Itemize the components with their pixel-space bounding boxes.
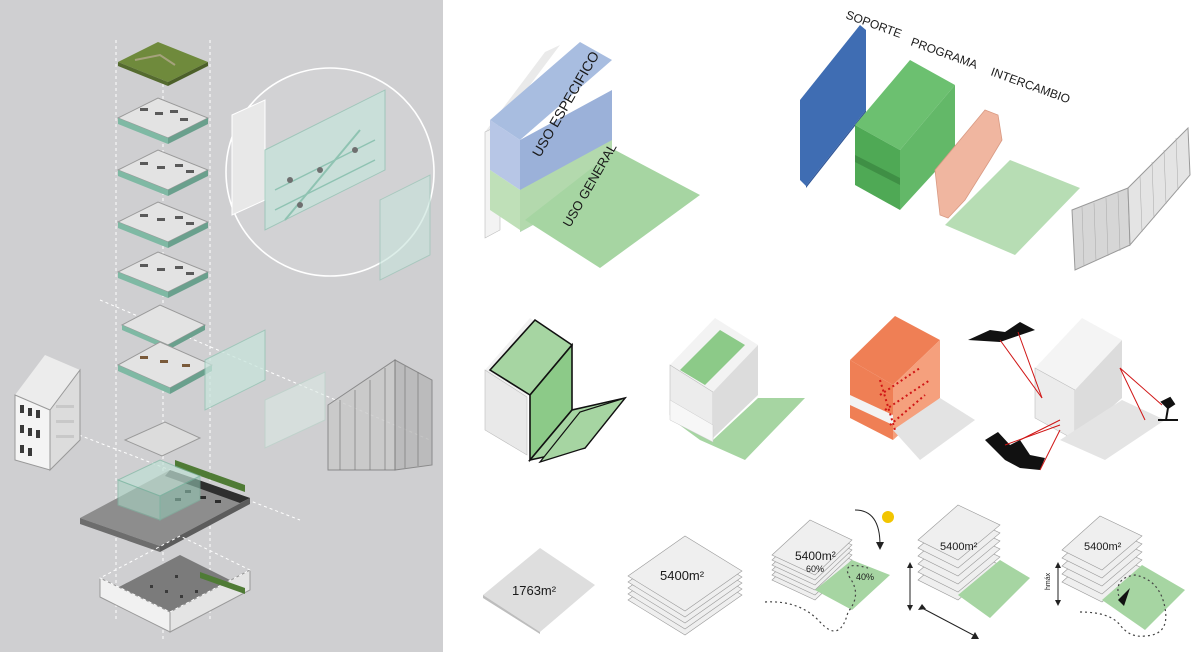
floor-slab-4 — [116, 251, 210, 298]
area-5400-label-3: 5400m² — [795, 549, 836, 563]
layers-diagram: SOPORTE PROGRAMA INTERCAMBIO — [800, 8, 1191, 271]
direction-arrow-icon — [1118, 588, 1130, 606]
floor-slab-6 — [116, 341, 214, 394]
intercambio-plane — [934, 109, 1003, 219]
programa-volume — [855, 60, 955, 150]
area-diagram-4-dimensions: 5400m² — [907, 504, 1030, 639]
percent-60-label: 60% — [806, 564, 824, 574]
area-5400-label-5: 5400m² — [1084, 541, 1122, 553]
mezzanine-slab — [123, 421, 202, 457]
intercambio-label: INTERCAMBIO — [989, 65, 1072, 107]
soporte-plane — [800, 25, 866, 186]
exploded-axonometric-panel — [0, 0, 443, 652]
glass-lobby-volume — [116, 459, 202, 521]
percent-40-label: 40% — [856, 572, 874, 582]
basement-box — [98, 535, 252, 633]
envelope-screen — [1071, 126, 1191, 271]
area-5400-label-2: 5400m² — [660, 568, 705, 583]
sun-path-arrow — [854, 509, 881, 546]
silhouette-bottom-icon — [985, 432, 1045, 470]
tree-figure-icon — [1158, 396, 1178, 421]
area-diagram-1: 1763m² — [483, 548, 595, 634]
green-roof-slab — [118, 42, 208, 86]
area-diagram-3-sun: 5400m² 60% 40% — [764, 509, 894, 632]
sun-icon — [882, 511, 894, 523]
massing-diagram-1 — [484, 318, 628, 464]
massing-diagram-4-views — [968, 318, 1178, 471]
floor-slab-2 — [116, 149, 210, 196]
hmax-label: hmáx — [1045, 572, 1052, 590]
floor-slab-1 — [116, 97, 210, 144]
facade-building — [14, 355, 81, 472]
ground-plane — [945, 160, 1080, 255]
exploded-facade-panels — [204, 329, 433, 471]
area-diagram-5-hmax: 5400m² hmáx — [1045, 515, 1185, 637]
floor-slab-3 — [116, 201, 210, 248]
area-1763-label: 1763m² — [512, 583, 557, 598]
massing-diagram-3-orange — [850, 316, 975, 460]
massing-diagram-2 — [669, 318, 805, 460]
area-5400-label-4: 5400m² — [940, 541, 978, 553]
area-diagram-2: 5400m² — [627, 535, 743, 636]
silhouette-top-icon — [968, 322, 1035, 342]
uso-diagram: USO ESPECIFICO USO GENERAL — [484, 42, 700, 268]
magnified-detail-circle — [225, 67, 435, 281]
